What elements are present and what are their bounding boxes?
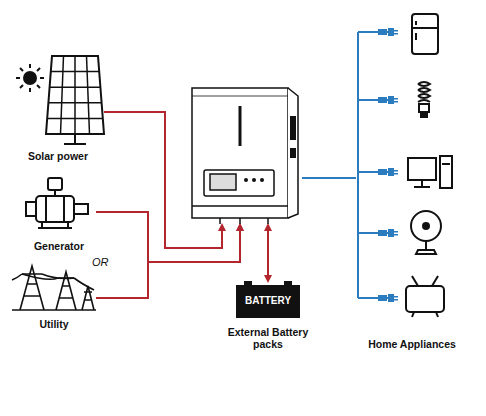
or-label: OR (92, 256, 109, 268)
node-label: Solar power (12, 150, 104, 162)
icon-art (12, 48, 104, 162)
node-label: Utility (12, 318, 96, 330)
utility-source: Utility (12, 264, 96, 330)
appliance-group: Home Appliances (356, 14, 468, 350)
icon-art (356, 14, 468, 350)
inverter-unit (188, 84, 302, 225)
node-label: Home Appliances (356, 338, 468, 350)
node-label: External Battery packs (226, 326, 310, 350)
node-label: Generator (22, 240, 96, 252)
solar-source: Solar power (12, 48, 104, 162)
power-wire (267, 225, 269, 281)
power-wire (96, 225, 240, 298)
battery-node: BATTERY External Battery packs (226, 285, 310, 351)
node-label: BATTERY (236, 295, 300, 307)
power-wire (96, 212, 240, 262)
generator-source: Generator (22, 176, 96, 252)
icon-art (188, 84, 302, 225)
ac-output-wire (302, 177, 356, 179)
